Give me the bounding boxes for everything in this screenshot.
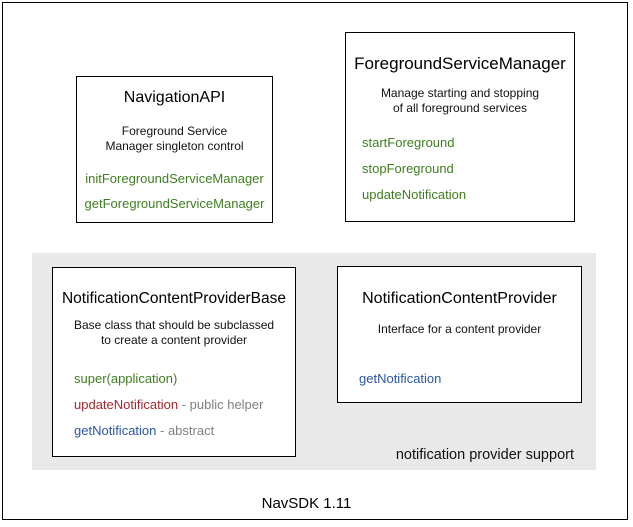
notification-content-provider-title: NotificationContentProvider [362, 290, 557, 307]
notification-content-provider-base-box: NotificationContentProviderBase Base cla… [52, 267, 296, 457]
navigation-api-methods: initForegroundServiceManager getForegrou… [77, 171, 272, 212]
notification-content-provider-box: NotificationContentProvider Interface fo… [337, 266, 582, 403]
method-get-notification: getNotification - abstract [74, 423, 295, 439]
method-start-foreground: startForeground [362, 135, 574, 151]
method-name: super(application) [74, 371, 178, 386]
diagram-title: NavSDK 1.11 [261, 495, 352, 512]
navigation-api-title: NavigationAPI [123, 89, 226, 106]
method-name: getNotification [74, 423, 157, 438]
navigation-api-box: NavigationAPI Foreground Service Manager… [76, 76, 273, 223]
description-line: Foreground Service [121, 124, 228, 138]
method-super-application: super(application) [74, 371, 295, 387]
navigation-api-description: Foreground Service Manager singleton con… [77, 124, 272, 154]
notification-content-provider-base-description: Base class that should be subclassed to … [53, 318, 295, 348]
method-name: startForeground [362, 135, 455, 150]
method-name: stopForeground [362, 161, 454, 176]
notification-content-provider-base-methods: super(application) updateNotification - … [53, 371, 295, 439]
notification-content-provider-base-title: NotificationContentProviderBase [61, 290, 286, 307]
description-line: Manager singleton control [105, 139, 244, 153]
method-stop-foreground: stopForeground [362, 161, 574, 177]
panel-caption: notification provider support [395, 447, 574, 463]
notification-content-provider-methods: getNotification [338, 371, 581, 387]
foreground-service-manager-methods: startForeground stopForeground updateNot… [346, 135, 574, 203]
method-name: getNotification [359, 371, 442, 386]
foreground-service-manager-description: Manage starting and stopping of all fore… [346, 86, 574, 116]
foreground-service-manager-box: ForegroundServiceManager Manage starting… [345, 32, 575, 222]
method-get-notification: getNotification [359, 371, 581, 387]
method-annotation: - abstract [156, 423, 215, 438]
method-name: getForegroundServiceManager [84, 196, 265, 211]
method-name: initForegroundServiceManager [85, 171, 264, 186]
method-init-foreground-service-manager: initForegroundServiceManager [77, 171, 272, 187]
method-get-foreground-service-manager: getForegroundServiceManager [77, 196, 272, 212]
method-annotation: - public helper [178, 397, 264, 412]
method-update-notification: updateNotification - public helper [74, 397, 295, 413]
description-line: Base class that should be subclassed [73, 318, 275, 332]
description-line: Manage starting and stopping [380, 86, 540, 100]
description-line: Interface for a content provider [377, 322, 542, 336]
notification-content-provider-description: Interface for a content provider [338, 322, 581, 337]
method-update-notification: updateNotification [362, 187, 574, 203]
description-line: of all foreground services [392, 101, 528, 115]
description-line: to create a content provider [100, 333, 248, 347]
foreground-service-manager-title: ForegroundServiceManager [354, 54, 566, 73]
method-name: updateNotification [74, 397, 179, 412]
method-name: updateNotification [362, 187, 467, 202]
